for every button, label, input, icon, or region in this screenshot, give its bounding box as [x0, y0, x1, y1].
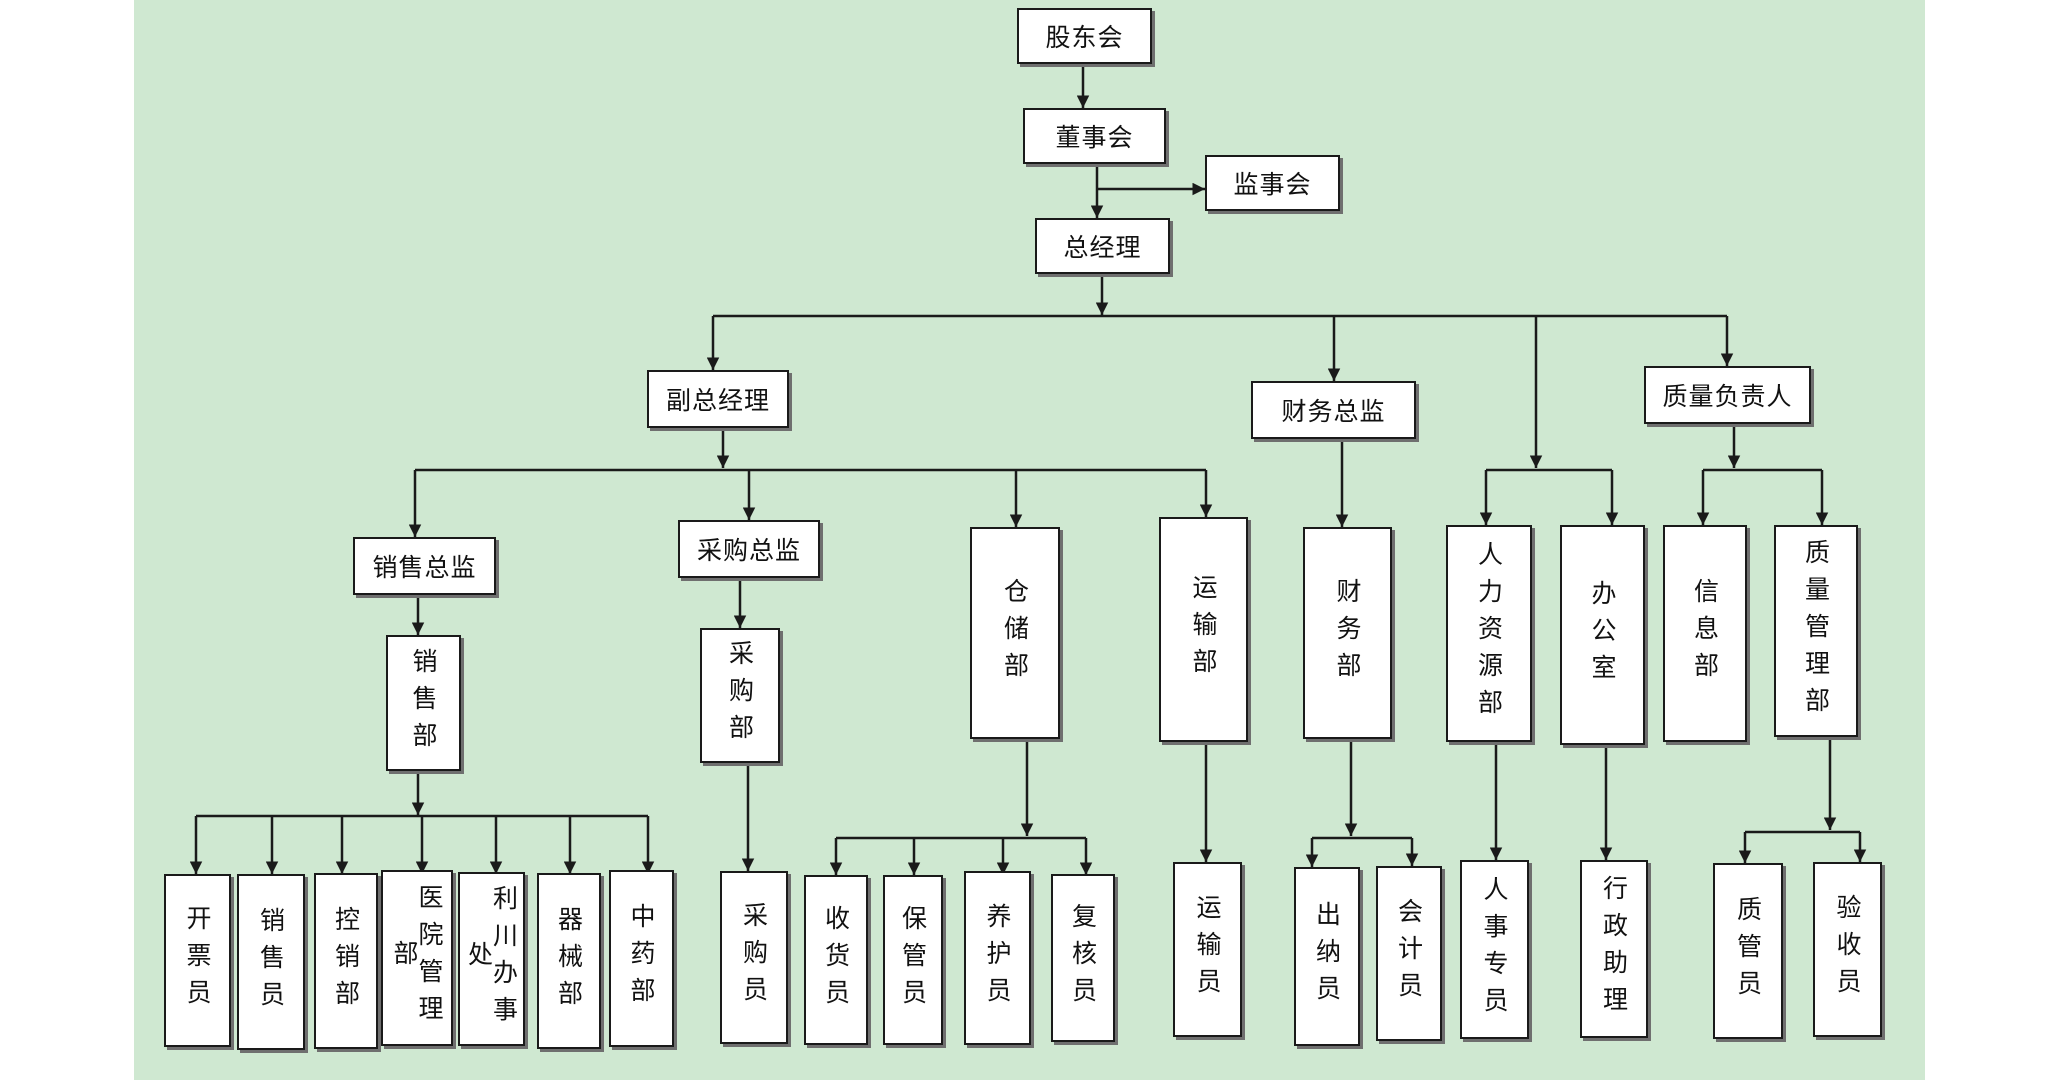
node-xiaoshouyuan: 销售员: [237, 874, 305, 1050]
node-jianshihui: 监事会: [1205, 155, 1340, 211]
node-xiaoshouzongjian: 销售总监: [353, 537, 496, 595]
node-yunshubu: 运输部: [1159, 517, 1248, 742]
node-yanghuyuan: 养护员: [964, 871, 1031, 1045]
node-kongxiaobu: 控销部: [314, 873, 378, 1049]
node-zhongyaobu: 中药部: [609, 870, 674, 1047]
node-renliziyuanbu: 人力资源部: [1446, 525, 1532, 742]
node-zhiliangfuzeren: 质量负责人: [1644, 366, 1811, 424]
node-yiyuanguanlibu: 医院管理部: [381, 870, 453, 1046]
node-xinxibu: 信息部: [1663, 525, 1747, 742]
node-lichuanbanshichu: 利川办事处: [458, 872, 525, 1046]
node-cangchubu: 仓储部: [970, 527, 1060, 739]
node-yunshuyuan: 运输员: [1173, 862, 1242, 1037]
node-fuzongjingli: 副总经理: [647, 370, 789, 428]
node-zhilianguanlibu: 质量管理部: [1774, 525, 1858, 737]
node-xingzhengzhuli: 行政助理: [1580, 860, 1648, 1038]
node-caigouyuan: 采购员: [720, 871, 788, 1044]
node-bangongshi: 办公室: [1560, 525, 1645, 745]
node-kuaijiyuan: 会计员: [1376, 866, 1442, 1041]
node-zongjingli: 总经理: [1035, 218, 1170, 274]
node-baoguanyuan: 保管员: [883, 875, 943, 1045]
node-yanshouyuan: 验收员: [1813, 862, 1882, 1037]
node-gudonghui: 股东会: [1017, 8, 1152, 64]
node-kaipiaoyuan: 开票员: [164, 874, 231, 1047]
node-chunayuan: 出纳员: [1294, 867, 1360, 1046]
node-caigoubu: 采购部: [700, 628, 780, 763]
node-caiwuzongjian: 财务总监: [1251, 381, 1416, 439]
node-caigouzongjian: 采购总监: [678, 520, 820, 578]
node-shouhuoyuan: 收货员: [804, 875, 868, 1045]
node-qixiebu: 器械部: [537, 873, 601, 1049]
node-xiaoshoubu: 销售部: [386, 635, 461, 771]
node-caiwubu: 财务部: [1303, 527, 1392, 739]
node-fuheyuan: 复核员: [1051, 874, 1115, 1042]
node-renshizhuanyuan: 人事专员: [1460, 860, 1529, 1039]
node-zhiguanyuan: 质管员: [1713, 863, 1783, 1039]
node-dongshihui: 董事会: [1023, 108, 1166, 164]
